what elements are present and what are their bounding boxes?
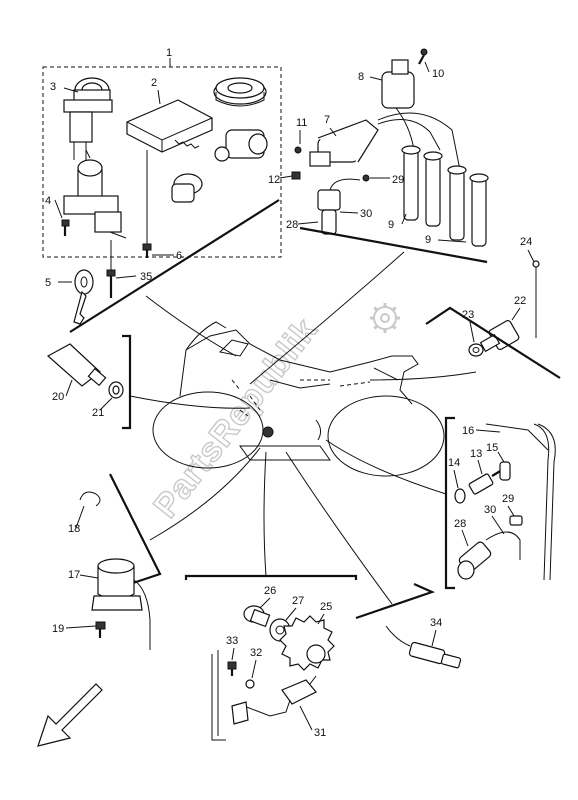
bolt-6: [142, 243, 152, 258]
sensor-31: [211, 650, 317, 741]
o2-sensor-34: [385, 625, 462, 669]
callout-10: 10: [432, 68, 444, 80]
motorcycle-outline: [152, 321, 445, 477]
kit-box: [42, 66, 282, 258]
sensor-20: [46, 343, 107, 387]
callout-2: 2: [151, 77, 157, 89]
seat-lock: [214, 129, 268, 162]
sensor-28-side: [457, 531, 521, 580]
gear-icon: [370, 303, 400, 333]
callout-3: 3: [50, 81, 56, 93]
callout-17: 17: [68, 569, 80, 581]
callout-22: 22: [514, 295, 526, 307]
callout-33: 33: [226, 635, 238, 647]
cylinder-lock: [171, 173, 203, 203]
callout-35: 35: [140, 271, 152, 283]
bolt-4: [61, 219, 70, 236]
sprocket-25: [279, 615, 335, 671]
callout-18: 18: [68, 523, 80, 535]
arrow-down-left-icon: [37, 683, 103, 747]
callout-31: 31: [314, 727, 326, 739]
callout-30a: 30: [360, 208, 372, 220]
callout-25: 25: [320, 601, 332, 613]
callout-16: 16: [462, 425, 474, 437]
callout-29a: 29: [392, 174, 404, 186]
nut-12: [291, 171, 301, 180]
clip-18: [79, 491, 101, 507]
key: [73, 269, 94, 325]
sensor-22: [479, 319, 520, 353]
callout-34: 34: [430, 617, 442, 629]
bolt-11: [294, 146, 302, 154]
callout-30b: 30: [484, 504, 496, 516]
relay-17: [91, 558, 151, 650]
ignition-coil: [309, 59, 415, 167]
washer-14: [454, 488, 466, 504]
callout-leaders: [54, 61, 535, 731]
callout-8: 8: [358, 71, 364, 83]
screw-33: [227, 661, 237, 676]
callout-28a: 28: [286, 219, 298, 231]
sensor-28-top: [317, 174, 370, 235]
washer-21: [108, 381, 124, 399]
callout-20: 20: [52, 391, 64, 403]
callout-6: 6: [176, 250, 182, 262]
bolt-35: [106, 240, 116, 298]
screw-32: [245, 679, 255, 689]
main-switch: [63, 77, 113, 160]
bolt-19: [95, 621, 106, 638]
fuel-tank-cap: [213, 77, 267, 107]
callout-32: 32: [250, 647, 262, 659]
bolt-10: [418, 48, 428, 65]
ecu: [126, 99, 213, 153]
callout-28b: 28: [454, 518, 466, 530]
steering-lock: [63, 149, 127, 239]
callout-24: 24: [520, 236, 532, 248]
callout-29b: 29: [502, 493, 514, 505]
callout-7: 7: [324, 114, 330, 126]
callout-9b: 9: [425, 234, 431, 246]
callout-27: 27: [292, 595, 304, 607]
callout-11: 11: [296, 117, 307, 129]
callout-26: 26: [264, 585, 276, 597]
callout-21: 21: [92, 407, 104, 419]
cable-16: [485, 423, 556, 581]
callout-5: 5: [45, 277, 51, 289]
callout-1: 1: [166, 47, 172, 59]
callout-13: 13: [470, 448, 482, 460]
plug-caps: [377, 107, 489, 247]
screw-29: [509, 515, 523, 526]
tie-24: [532, 260, 540, 338]
callout-4: 4: [45, 195, 51, 207]
sensor-13: [468, 469, 503, 495]
washer-23: [468, 343, 484, 357]
callout-12: 12: [268, 174, 280, 186]
callouts: 1 2 3 4 5 6 7 8 9 9 10 11 12 13 14 15 16…: [45, 47, 532, 739]
bolt-26: [243, 605, 271, 628]
callout-19: 19: [52, 623, 64, 635]
callout-15: 15: [486, 442, 498, 454]
callout-14: 14: [448, 457, 460, 469]
callout-9a: 9: [388, 219, 394, 231]
callout-23: 23: [462, 309, 474, 321]
cap-15: [499, 461, 511, 481]
